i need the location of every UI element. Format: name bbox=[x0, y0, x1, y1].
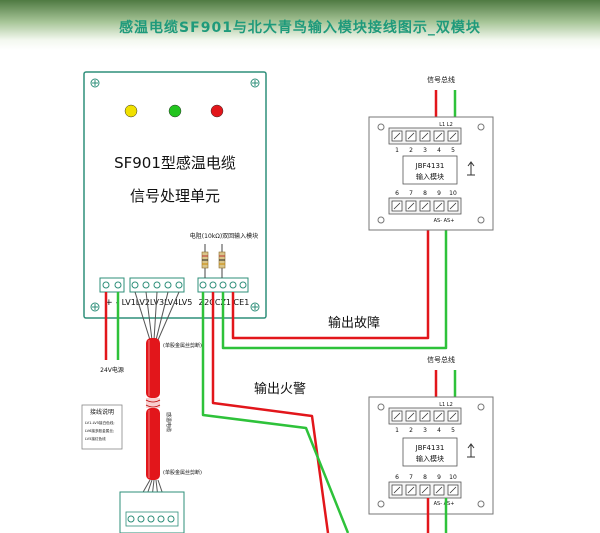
fault-output-label: 输出故障 bbox=[328, 315, 380, 331]
sheath-note-top: (单股金属丝剪断) bbox=[163, 342, 202, 349]
terminal-number: 10 bbox=[449, 190, 457, 197]
terminal-number: 5 bbox=[451, 427, 455, 434]
fire-output-label: 输出火警 bbox=[254, 381, 306, 397]
legend-line: LV1-LV5接白色线; bbox=[85, 420, 115, 425]
screw-icon bbox=[90, 78, 260, 312]
terminal-labels-power: + - bbox=[105, 298, 119, 308]
module-sub: 输入模块 bbox=[416, 454, 444, 463]
input-module-1: 信号总线 L1 L2 1 2 3 4 5 JBF4131 输入模块 bbox=[368, 75, 494, 231]
resistor-note: 电阻(10kΩ)双回输入模块 bbox=[190, 232, 258, 240]
arrow-up-icon bbox=[467, 161, 475, 176]
sheath-note-bottom: (单股金属丝剪断) bbox=[163, 469, 202, 476]
terminal-number: 4 bbox=[437, 147, 441, 154]
l-terminal-labels: L1 L2 bbox=[439, 122, 453, 128]
legend-line: LV6接多股金属丝; bbox=[85, 428, 114, 433]
led-red-icon bbox=[210, 104, 224, 118]
heat-sensing-cable bbox=[129, 291, 180, 516]
resistor-icon bbox=[201, 244, 226, 278]
terminal-number: 9 bbox=[437, 474, 441, 481]
terminal-block-output bbox=[197, 277, 249, 293]
led-green-icon bbox=[168, 104, 182, 118]
power-wires bbox=[104, 292, 120, 360]
end-terminal-box bbox=[119, 491, 185, 533]
terminal-block-lv bbox=[129, 277, 185, 293]
terminal-number: 10 bbox=[449, 474, 457, 481]
terminal-number: 9 bbox=[437, 190, 441, 197]
fire-output-wires bbox=[201, 292, 350, 533]
terminal-number: 7 bbox=[409, 190, 413, 197]
header-band bbox=[0, 0, 600, 50]
terminal-number: 2 bbox=[409, 147, 413, 154]
terminal-number: 4 bbox=[437, 427, 441, 434]
cable-vertical-label: 感温电缆 bbox=[165, 412, 172, 432]
terminal-number: 1 bbox=[395, 427, 399, 434]
terminal-number: 5 bbox=[451, 147, 455, 154]
terminal-number: 8 bbox=[423, 474, 427, 481]
terminal-number: 8 bbox=[423, 190, 427, 197]
as-terminal-labels: AS- AS+ bbox=[434, 501, 455, 507]
input-module-2: 信号总线 L1 L2 1 2 3 4 5 JBF4131 输入模块 bbox=[368, 355, 494, 533]
fault-output-wires bbox=[221, 212, 448, 350]
power-label: 24V电源 bbox=[100, 366, 124, 374]
unit-title-line1: SF901型感温电缆 bbox=[114, 154, 236, 172]
terminal-number: 6 bbox=[395, 190, 399, 197]
terminal-number: 6 bbox=[395, 474, 399, 481]
module-sub: 输入模块 bbox=[416, 172, 444, 181]
page-title: 感温电缆SF901与北大青鸟输入模块接线图示_双模块 bbox=[119, 20, 481, 36]
terminal-number: 3 bbox=[423, 427, 427, 434]
unit-title-line2: 信号处理单元 bbox=[130, 187, 220, 205]
terminal-number: 2 bbox=[409, 427, 413, 434]
wiring-legend: 接线说明 LV1-LV5接白色线; LV6接多股金属丝; LV5接红色线 bbox=[81, 404, 123, 450]
bus-label: 信号总线 bbox=[427, 355, 455, 364]
bus-label: 信号总线 bbox=[427, 75, 455, 84]
module-name: JBF4131 bbox=[415, 444, 445, 452]
terminal-number: 7 bbox=[409, 474, 413, 481]
terminal-number: 1 bbox=[395, 147, 399, 154]
module-name: JBF4131 bbox=[415, 162, 445, 170]
legend-line: LV5接红色线 bbox=[85, 436, 106, 441]
terminal-labels-lv: LV1LV2LV3LV4LV5 bbox=[122, 298, 193, 307]
l-terminal-labels: L1 L2 bbox=[439, 402, 453, 408]
led-yellow-icon bbox=[124, 104, 138, 118]
terminal-number: 3 bbox=[423, 147, 427, 154]
terminal-block-power bbox=[99, 277, 125, 293]
legend-title: 接线说明 bbox=[90, 408, 114, 416]
arrow-up-icon bbox=[467, 443, 475, 458]
as-terminal-labels: AS- AS+ bbox=[434, 218, 455, 224]
